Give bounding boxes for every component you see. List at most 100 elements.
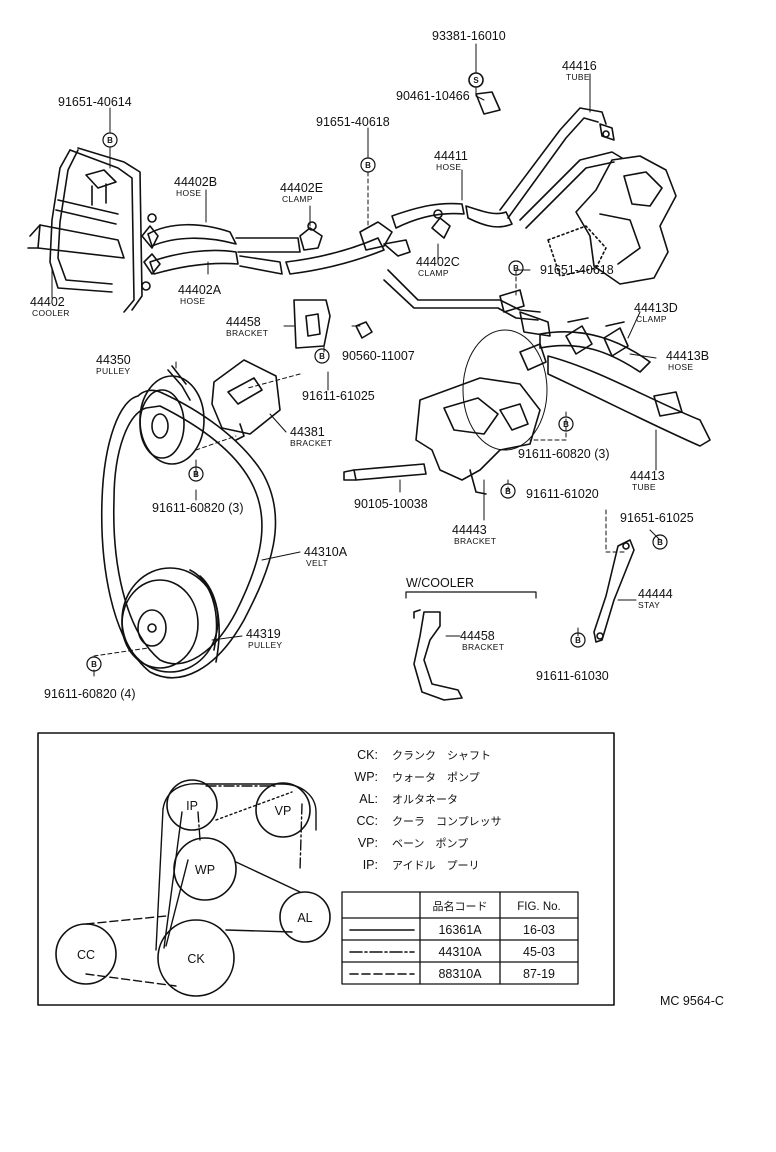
- pulley-44350-drawing: [139, 365, 205, 465]
- b-mark-6: B: [193, 470, 199, 479]
- part-number: 44402: [30, 295, 65, 309]
- part-name: STAY: [638, 600, 660, 610]
- legend-code: AL:: [359, 792, 378, 806]
- part-number: 44402B: [174, 175, 217, 189]
- w-cooler-label: W/COOLER: [406, 576, 474, 590]
- table-cell-fig: 87-19: [523, 967, 555, 981]
- part-name: BRACKET: [462, 642, 504, 652]
- table-cell-fig: 45-03: [523, 945, 555, 959]
- b-mark-10: B: [91, 660, 97, 669]
- part-number: 44402E: [280, 181, 323, 195]
- s-mark-93381: S: [473, 76, 479, 85]
- engine-outline-drawing: [547, 155, 677, 285]
- pulley-wp-label: WP: [195, 863, 215, 877]
- belt-routing: [85, 783, 317, 987]
- tube-44416-drawing: [468, 72, 623, 229]
- part-number: 91651-40618: [540, 263, 614, 277]
- part-name: COOLER: [32, 308, 70, 318]
- part-name: CLAMP: [418, 268, 449, 278]
- part-number: 44458: [226, 315, 261, 329]
- legend-code: CC:: [356, 814, 378, 828]
- pulley-ip-label: IP: [186, 799, 198, 813]
- pulley-cc-label: CC: [77, 948, 95, 962]
- b-mark-1: B: [107, 136, 113, 145]
- pulley-vp-shape: [255, 782, 311, 838]
- part-number: 44444: [638, 587, 673, 601]
- table-cell-code: 44310A: [438, 945, 482, 959]
- legend-desc: クランク シャフト: [392, 749, 491, 762]
- legend-desc: クーラ コンプレッサ: [392, 815, 502, 828]
- legend-code: VP:: [358, 836, 378, 850]
- pulley-cc-shape: [55, 923, 117, 985]
- legend-code: WP:: [354, 770, 378, 784]
- part-number: 44350: [96, 353, 131, 367]
- bolt-markers: [86, 132, 668, 672]
- part-name: VELT: [306, 558, 328, 568]
- part-name: BRACKET: [454, 536, 496, 546]
- part-name: BRACKET: [290, 438, 332, 448]
- cooler-drawing: [27, 147, 143, 313]
- bracket-44458-drawing: [293, 299, 373, 349]
- table-header-fig: FIG. No.: [517, 901, 560, 913]
- part-number: 44443: [452, 523, 487, 537]
- b-mark-9: B: [575, 636, 581, 645]
- pulley-vp-label: VP: [275, 804, 292, 818]
- legend-desc: ウォータ ポンプ: [392, 771, 480, 784]
- b-mark-7: B: [505, 487, 511, 496]
- hose-44411-drawing: [359, 202, 551, 337]
- part-name: CLAMP: [636, 314, 667, 324]
- part-number: 91611-60820 (4): [44, 687, 136, 701]
- part-number: 44411: [434, 149, 468, 163]
- part-name: HOSE: [668, 362, 693, 372]
- part-name: TUBE: [632, 482, 656, 492]
- pulley-ip-shape: [166, 779, 218, 831]
- legend-desc: アイドル プーリ: [392, 859, 479, 872]
- pulley-al-shape: [279, 891, 331, 943]
- leader-lines: [51, 43, 661, 677]
- belt-layout-box: [37, 732, 615, 1006]
- part-number: 44319: [246, 627, 281, 641]
- part-number: 91611-60820 (3): [152, 501, 244, 515]
- legend: CK: クランク シャフト WP: ウォータ ポンプ AL: オルタネータ CC…: [354, 748, 501, 872]
- b-mark-8: B: [657, 538, 663, 547]
- b-mark-2: B: [365, 161, 371, 170]
- part-name: HOSE: [180, 296, 205, 306]
- part-name: CLAMP: [282, 194, 313, 204]
- stay-44444-drawing: [593, 539, 635, 643]
- hose-44413-drawing: [519, 317, 711, 447]
- part-number: 91651-61025: [620, 511, 694, 525]
- legend-desc: ベーン ポンプ: [392, 837, 468, 850]
- pulley-ck-label: CK: [187, 952, 205, 966]
- pulley-44319-drawing: [121, 567, 220, 673]
- b-mark-4: B: [319, 352, 325, 361]
- table-cell-code: 16361A: [438, 923, 482, 937]
- b-mark-3: B: [513, 264, 519, 273]
- table-header-code: 品名コード: [433, 899, 488, 913]
- pulley-al-label: AL: [297, 911, 312, 925]
- part-name: HOSE: [176, 188, 201, 198]
- part-number: 90461-10466: [396, 89, 470, 103]
- part-number: 44402C: [416, 255, 460, 269]
- legend-code: CK:: [357, 748, 378, 762]
- bracket-44458-cooler-drawing: [405, 591, 537, 701]
- pulley-wp-shape: [173, 837, 237, 901]
- pulley-ck-shape: [157, 919, 235, 997]
- legend-code: IP:: [363, 858, 378, 872]
- bracket-44381-drawing: [211, 359, 281, 441]
- part-number: 91611-61030: [536, 669, 609, 683]
- figure-id: MC 9564-C: [660, 994, 724, 1008]
- legend-desc: オルタネータ: [392, 793, 458, 806]
- part-number: 91651-40614: [58, 95, 132, 109]
- belt-code-table-lines: [341, 891, 579, 985]
- part-number: 93381-16010: [432, 29, 506, 43]
- part-name: HOSE: [436, 162, 461, 172]
- part-number: 91651-40618: [316, 115, 390, 129]
- table-cell-code: 88310A: [438, 967, 482, 981]
- part-name: TUBE: [566, 72, 590, 82]
- part-number: 44310A: [304, 545, 348, 559]
- part-name: PULLEY: [248, 640, 282, 650]
- part-number: 44381: [290, 425, 325, 439]
- hose-44402ab-drawing: [141, 213, 385, 291]
- part-number: 91611-61025: [302, 389, 375, 403]
